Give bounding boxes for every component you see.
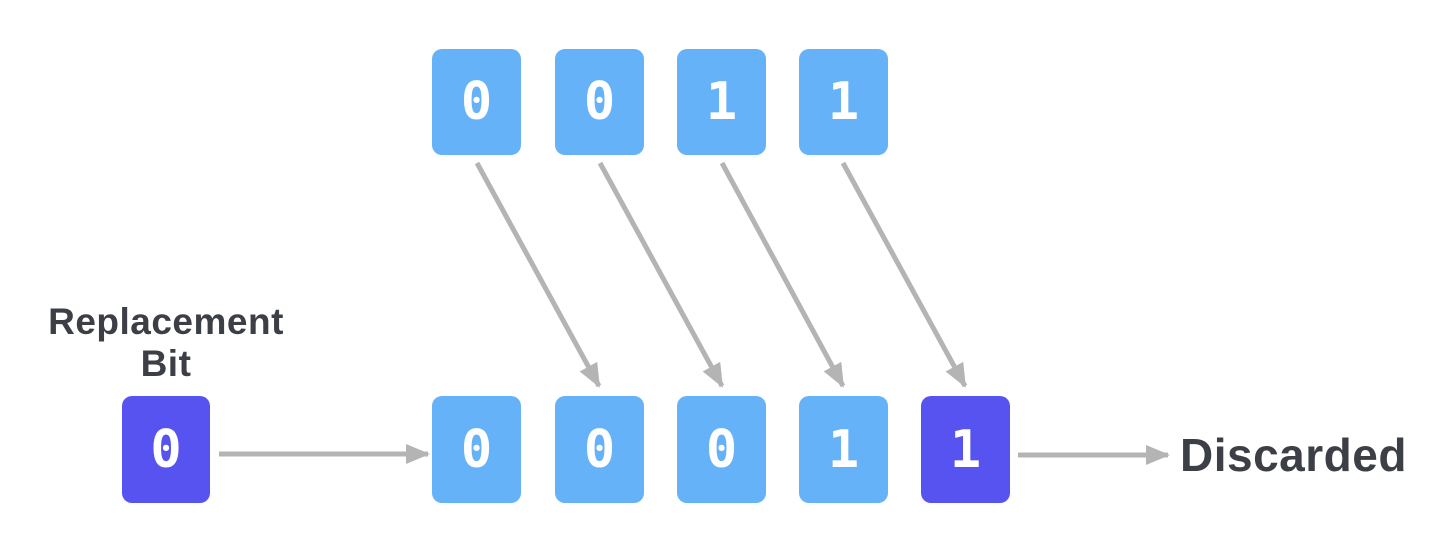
bit-value: 1	[705, 72, 738, 132]
shift-arrow-2-icon	[597, 161, 725, 388]
top-bit-box-4: 1	[799, 49, 888, 155]
shift-arrow-1-icon	[474, 161, 602, 388]
bit-value: 0	[150, 419, 182, 480]
bottom-bit-box-1: 0	[432, 396, 521, 503]
shift-arrow-3-icon	[719, 161, 846, 388]
shift-arrow-4-icon	[840, 161, 968, 388]
bit-value: 1	[827, 419, 860, 480]
replacement-bit-label-line1: Replacement	[48, 301, 284, 342]
bottom-bit-box-3: 0	[677, 396, 766, 503]
top-bit-box-1: 0	[432, 49, 521, 155]
discarded-label: Discarded	[1180, 429, 1407, 481]
bit-value: 0	[460, 72, 493, 132]
replacement-bit-box: 0	[122, 396, 210, 503]
replacement-bit-label: Replacement Bit	[26, 301, 306, 385]
bottom-bit-box-2: 0	[555, 396, 644, 503]
bit-value: 1	[827, 72, 860, 132]
bottom-bit-box-5-discarded: 1	[921, 396, 1010, 503]
bottom-bit-box-4: 1	[799, 396, 888, 503]
replacement-bit-label-line2: Bit	[140, 343, 192, 384]
top-bit-box-3: 1	[677, 49, 766, 155]
bit-value: 0	[460, 419, 493, 480]
bit-value: 0	[705, 419, 738, 480]
top-bit-box-2: 0	[555, 49, 644, 155]
bit-value: 0	[583, 419, 616, 480]
bit-value: 1	[949, 419, 982, 480]
bit-value: 0	[583, 72, 616, 132]
